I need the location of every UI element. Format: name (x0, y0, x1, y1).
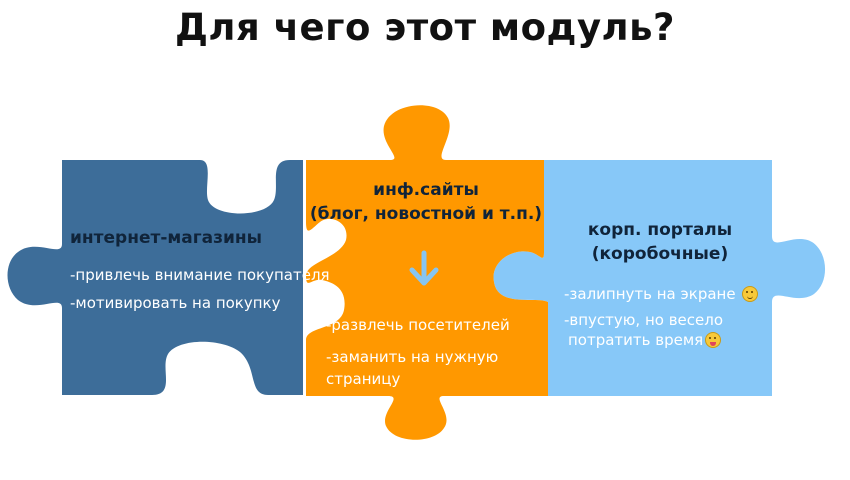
shops-item-2: -мотивировать на покупку (70, 294, 281, 312)
puzzle-piece-shops (7, 160, 303, 395)
portals-item-1: -залипнуть на экране (564, 285, 736, 303)
info-heading-line1: инф.сайты (373, 180, 479, 200)
info-item-1: -развлечь посетителей (326, 316, 510, 334)
puzzle-piece-info (306, 105, 548, 440)
tongue-emoji-icon (705, 332, 722, 348)
portals-item-1-row: -залипнуть на экране (564, 285, 758, 303)
portals-item-3: потратить время (568, 331, 704, 349)
smile-emoji-icon (741, 286, 758, 302)
info-item-3: страницу (326, 370, 401, 388)
portals-item-3-row: потратить время (568, 331, 722, 349)
info-item-2: -заманить на нужную (326, 348, 499, 366)
shops-item-1: -привлечь внимание покупателя (70, 266, 330, 284)
portals-heading-line2: (коробочные) (591, 244, 729, 264)
page-title: Для чего этот модуль? (174, 6, 676, 49)
portals-item-2: -впустую, но весело (564, 311, 724, 329)
shops-heading: интернет-магазины (70, 228, 263, 248)
arrow-down-icon (409, 250, 439, 286)
portals-heading-line1: корп. порталы (587, 220, 733, 240)
info-heading-line2: (блог, новостной и т.п.) (309, 204, 543, 224)
puzzle-piece-portals (493, 160, 826, 396)
